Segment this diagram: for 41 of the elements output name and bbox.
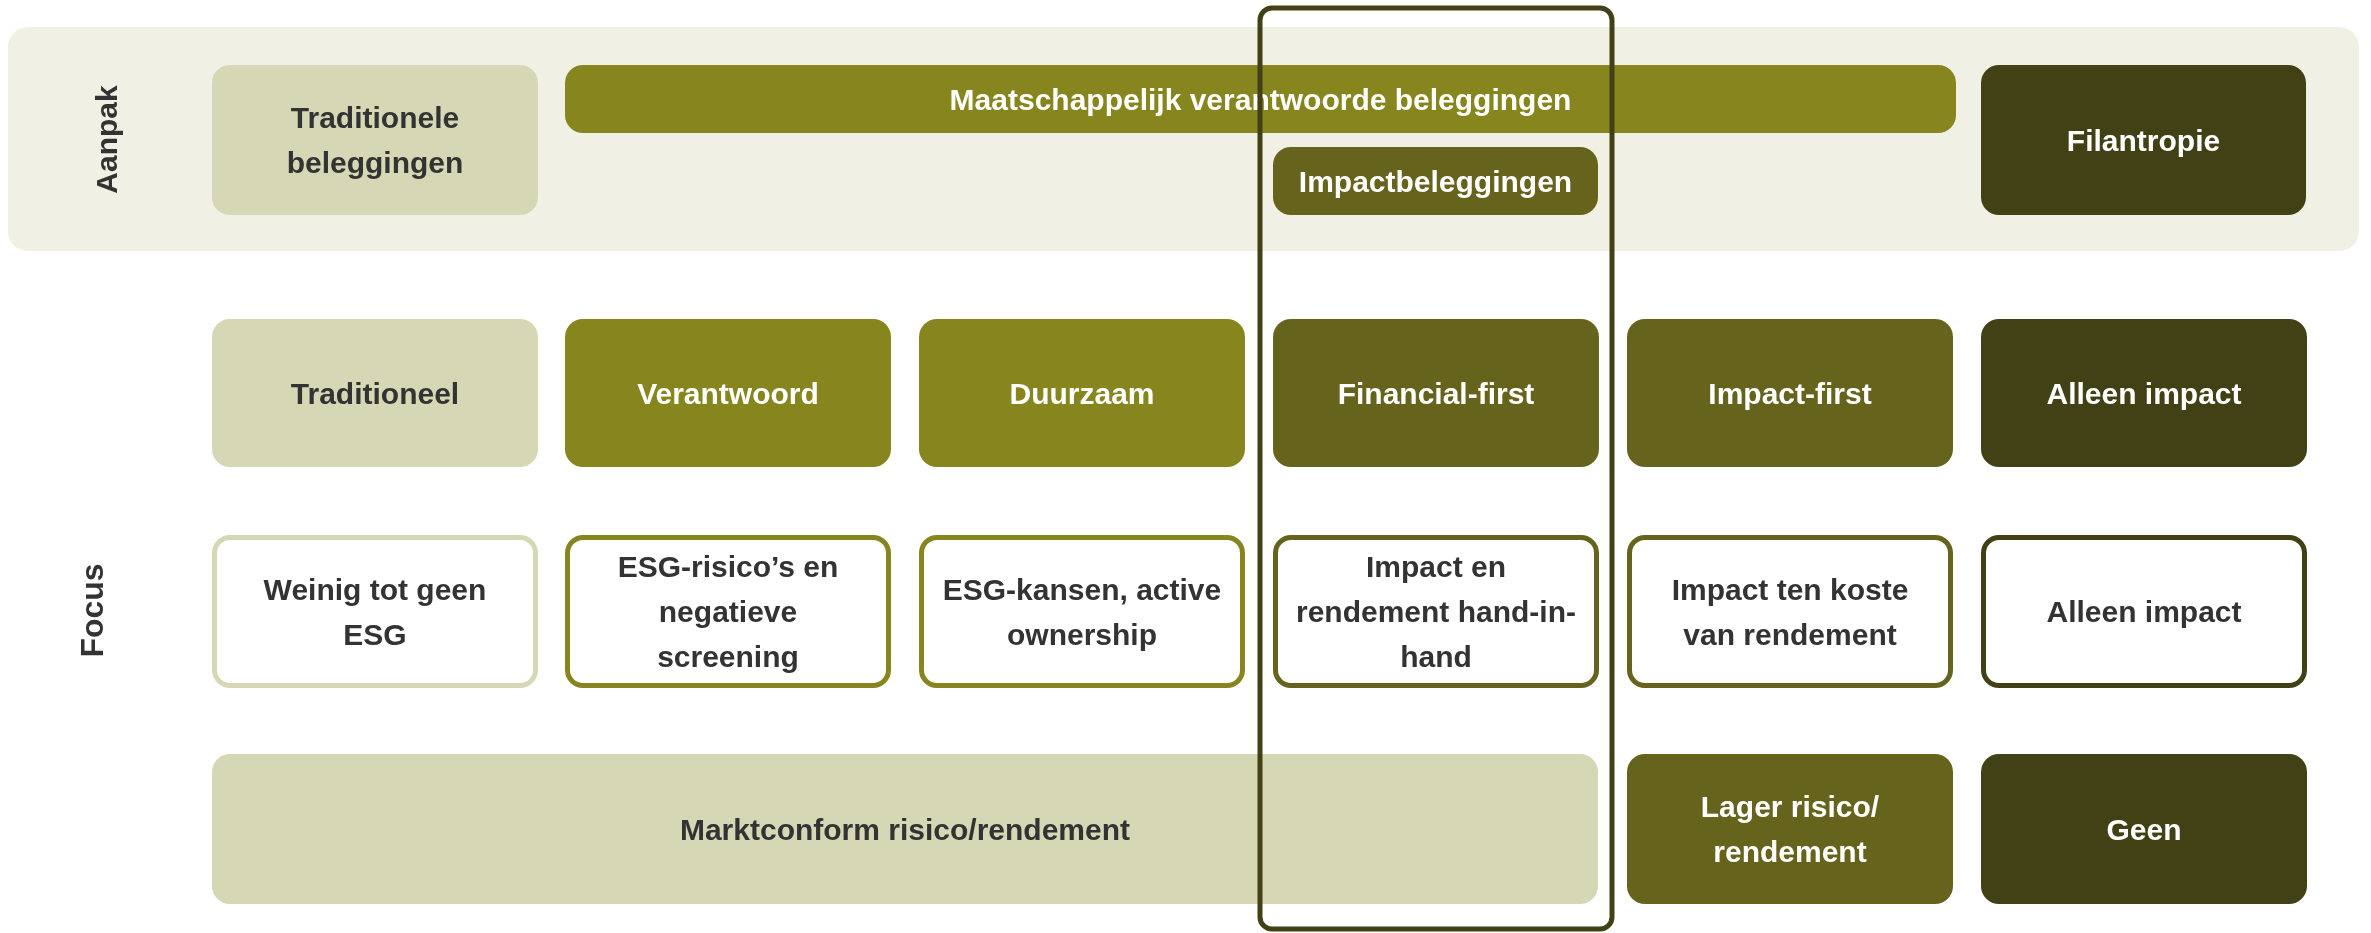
category-box — [1981, 754, 2307, 904]
category-label: Duurzaam — [1008, 375, 1156, 412]
focus-box — [1273, 535, 1599, 688]
focus-box — [1981, 535, 2307, 688]
row-heading: Aanpak — [88, 84, 124, 196]
category-box — [1627, 319, 1953, 467]
approach-band — [8, 27, 2359, 251]
focus-box — [1627, 535, 1953, 688]
category-label: Maatschappelijk verantwoorde beleggingen — [948, 81, 1573, 118]
category-label: ESG-risico’s en negatieve screening — [616, 549, 840, 675]
category-label: Weinig tot geen ESG — [262, 571, 488, 653]
category-label: Financial-first — [1336, 375, 1536, 412]
category-box — [1273, 147, 1598, 215]
category-label: Impact en rendement hand-in-hand — [1295, 549, 1577, 675]
category-box — [1981, 319, 2307, 467]
category-label: Lager risico/ rendement — [1699, 789, 1881, 870]
category-label: Impactbeleggingen — [1297, 163, 1574, 200]
category-label: Verantwoord — [636, 375, 820, 412]
focus-box — [919, 535, 1245, 688]
category-label: Geen — [2105, 811, 2183, 848]
category-label: Impact ten koste van rendement — [1670, 571, 1910, 653]
category-label: Alleen impact — [2045, 375, 2243, 412]
category-label: ESG-kansen, active ownership — [941, 571, 1223, 653]
focus-box — [212, 535, 538, 688]
category-label: Marktconform risico/rendement — [678, 811, 1132, 848]
category-label: Traditionele beleggingen — [285, 100, 465, 181]
category-box — [212, 754, 1598, 904]
focus-box — [565, 535, 891, 688]
category-box — [212, 319, 538, 467]
category-box — [1627, 754, 1953, 904]
category-box — [565, 319, 891, 467]
category-box — [212, 65, 538, 215]
category-box — [1273, 319, 1599, 467]
category-box — [565, 65, 1956, 133]
row-heading: Focus — [73, 563, 111, 658]
category-label: Traditioneel — [289, 375, 461, 412]
category-box — [1981, 65, 2306, 215]
category-label: Impact-first — [1707, 375, 1873, 412]
category-box — [919, 319, 1245, 467]
category-label: Alleen impact — [2045, 594, 2243, 630]
category-label: Filantropie — [2065, 122, 2222, 159]
